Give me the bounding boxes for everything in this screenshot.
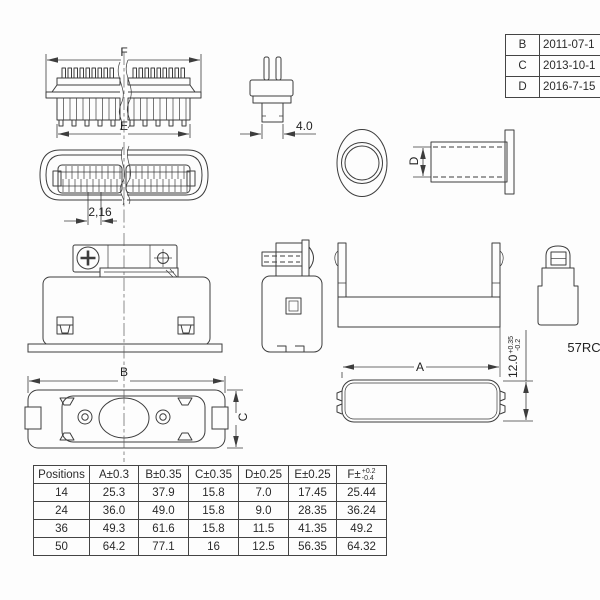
cell-e: 17.45 xyxy=(288,483,337,502)
col-header-f-tolerance: +0.2-0.4 xyxy=(361,467,376,482)
screw-head-profile xyxy=(308,246,314,270)
positions-table-header: Positions A±0.3 B±0.35 C±0.35 D±0.25 E±0… xyxy=(33,465,387,484)
view-top-connector-broken: F E xyxy=(45,45,202,138)
table-row: 14 25.3 37.9 15.8 7.0 17.45 25.44 xyxy=(33,483,387,502)
cell-b: 61.6 xyxy=(138,519,189,538)
revision-table: B 2011-07-1 C 2013-10-1 D 2016-7-15 xyxy=(505,34,600,98)
view-hood-top: A 12.0+0.35-0.2 xyxy=(336,330,533,423)
view-contact-side: 4.0 xyxy=(240,56,316,139)
revision-letter: B xyxy=(506,35,540,55)
revision-date: 2016-7-15 xyxy=(543,81,596,93)
view-grommet-front xyxy=(336,129,388,197)
hood-height-label: 12.0+0.35-0.2 xyxy=(506,336,522,378)
revision-letter: D xyxy=(506,77,540,97)
table-row: 24 36.0 49.0 15.8 9.0 28.35 36.24 xyxy=(33,501,387,520)
cell-e: 41.35 xyxy=(288,519,337,538)
cell-positions: 24 xyxy=(33,501,90,520)
view-mating-face: 2,16 xyxy=(39,145,209,225)
view-front-assembled xyxy=(27,244,223,353)
cell-c: 15.8 xyxy=(188,519,239,538)
cell-c: 15.8 xyxy=(188,501,239,520)
col-header-f-base: F± xyxy=(347,468,361,481)
cell-positions: 50 xyxy=(33,537,90,556)
cell-d: 7.0 xyxy=(238,483,289,502)
col-header-a: A±0.3 xyxy=(89,465,139,484)
revision-row: B 2011-07-1 xyxy=(506,35,600,56)
cell-f: 64.32 xyxy=(336,537,387,556)
cell-e: 28.35 xyxy=(288,501,337,520)
cell-e: 56.35 xyxy=(288,537,337,556)
cell-a: 49.3 xyxy=(89,519,139,538)
table-row: 50 64.2 77.1 16 12.5 56.35 64.32 xyxy=(33,537,387,556)
cell-d: 9.0 xyxy=(238,501,289,520)
revision-date: 2011-07-1 xyxy=(543,39,595,51)
phillips-screw-icon xyxy=(80,250,96,266)
cell-d: 11.5 xyxy=(238,519,289,538)
dim-d-label: D xyxy=(407,156,421,165)
cell-b: 49.0 xyxy=(138,501,189,520)
col-header-c: C±0.35 xyxy=(188,465,239,484)
col-header-b: B±0.35 xyxy=(138,465,189,484)
col-header-d: D±0.25 xyxy=(238,465,289,484)
cell-c: 15.8 xyxy=(188,483,239,502)
col-header-e: E±0.25 xyxy=(288,465,337,484)
revision-row: C 2013-10-1 xyxy=(506,56,600,77)
dim-c-label: C xyxy=(236,412,250,421)
revision-row: D 2016-7-15 xyxy=(506,77,600,98)
cell-positions: 36 xyxy=(33,519,90,538)
series-label: 57RC xyxy=(567,340,600,355)
view-grommet-side: D xyxy=(407,129,515,195)
cell-positions: 14 xyxy=(33,483,90,502)
positions-table: Positions A±0.3 B±0.35 C±0.35 D±0.25 E±0… xyxy=(33,465,387,556)
stem-width-label: 4.0 xyxy=(296,119,313,133)
view-shell-bracket xyxy=(334,242,504,377)
cell-a: 36.0 xyxy=(89,501,139,520)
revision-date: 2013-10-1 xyxy=(543,60,596,72)
cell-f: 49.2 xyxy=(336,519,387,538)
view-side-assembled xyxy=(261,239,323,353)
cell-d: 12.5 xyxy=(238,537,289,556)
pitch-label: 2,16 xyxy=(88,205,112,219)
table-row: 36 49.3 61.6 15.8 11.5 41.35 49.2 xyxy=(33,519,387,538)
cell-a: 25.3 xyxy=(89,483,139,502)
col-header-positions: Positions xyxy=(33,465,90,484)
cell-b: 37.9 xyxy=(138,483,189,502)
col-header-f: F±+0.2-0.4 xyxy=(336,465,387,484)
cell-f: 25.44 xyxy=(336,483,387,502)
cell-c: 16 xyxy=(188,537,239,556)
dim-a-label: A xyxy=(416,360,424,374)
cell-f: 36.24 xyxy=(336,501,387,520)
cell-a: 64.2 xyxy=(89,537,139,556)
revision-letter: C xyxy=(506,56,540,76)
cell-b: 77.1 xyxy=(138,537,189,556)
view-bottom-connector: B C xyxy=(24,365,250,449)
view-plug-profile-57rc: 57RC xyxy=(537,245,600,355)
